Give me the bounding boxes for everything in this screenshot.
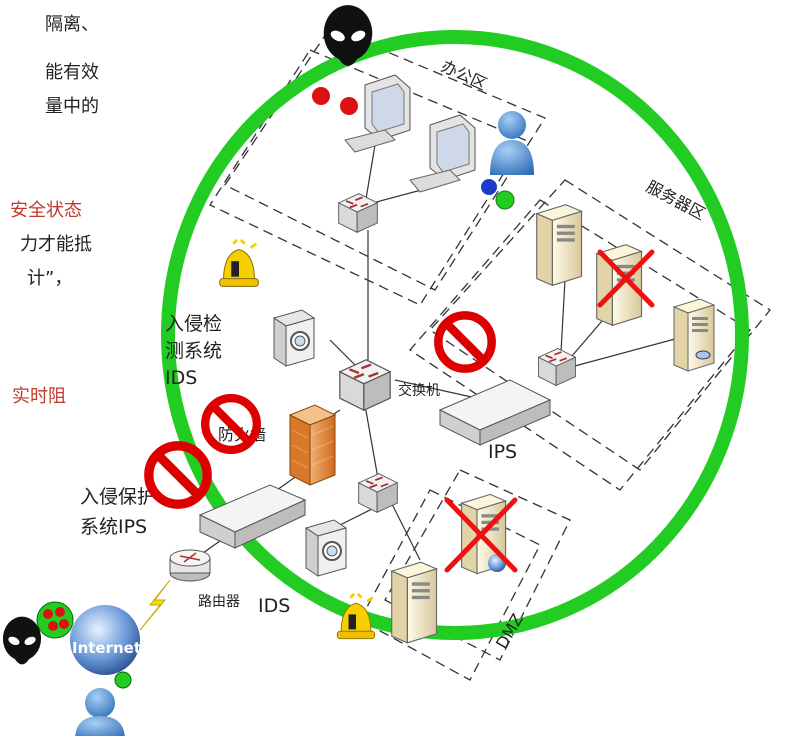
bg-red-text-2: 实时阻 (12, 386, 66, 407)
bg-text-line-3: 量中的 (45, 96, 99, 117)
red-dot (312, 87, 330, 105)
office-zone: 办公区 (337, 56, 534, 234)
switch-label: 交换机 (398, 382, 440, 399)
bg-red-text-1: 安全状态 (10, 200, 82, 221)
bg-text-line-4: 力才能抵 (20, 234, 92, 255)
red-x-mark-icon (597, 249, 655, 308)
green-dot (495, 190, 515, 210)
office-switch-icon (337, 192, 379, 234)
dmz-switch-icon (357, 472, 399, 514)
red-x-mark-icon (444, 497, 518, 573)
router-label: 路由器 (198, 594, 240, 610)
office-zone-boundary (224, 27, 546, 291)
workstation-2 (409, 114, 476, 193)
database-server-icon (673, 298, 715, 372)
background-text: 隔离、 能有效 量中的 安全状态 力才能抵 计”， 实时阻 (10, 14, 99, 407)
server-zone-boundary (429, 179, 771, 471)
bg-text-line-1: 隔离、 (45, 14, 99, 35)
internet-user-icon (75, 688, 125, 736)
green-dot (114, 671, 132, 689)
bg-text-line-2: 能有效 (45, 62, 99, 83)
virus-cluster-icon (36, 601, 74, 639)
dmz-server-icon (391, 561, 438, 644)
workstation-1 (344, 74, 411, 153)
ids-sensor-icon (272, 308, 316, 368)
server-zone: 服务器区 (536, 177, 715, 387)
ips-label-line-1: 入侵保护 (80, 486, 156, 508)
internet-label: Internet (72, 639, 141, 657)
blue-dot (481, 179, 497, 195)
dmz-zone-boundary (384, 469, 571, 661)
ids-bottom-label: IDS (258, 595, 290, 617)
red-dot (340, 97, 358, 115)
firewall-icon (288, 404, 337, 486)
ips-device-label: IPS (488, 441, 517, 463)
dmz-zone: DMZ (391, 493, 527, 652)
user-person-icon (490, 111, 534, 175)
alarm-bell-icon (218, 238, 260, 288)
internet-globe-icon (70, 605, 140, 675)
zone-boundaries (209, 27, 771, 681)
bg-text-line-5: 计”， (27, 268, 72, 289)
router-icon (169, 549, 211, 582)
security-boundary-ring (161, 30, 749, 640)
server-switch-icon (537, 347, 577, 387)
database-icon (695, 350, 711, 360)
ips-label-line-2: 系统IPS (80, 516, 147, 538)
block-sign-icon (438, 315, 491, 368)
office-zone-boundary-inner (209, 49, 526, 306)
ids-sensor-bottom-icon (304, 518, 348, 578)
office-zone-label: 办公区 (438, 56, 490, 94)
server-zone-boundary-inner (409, 199, 751, 491)
server-icon (536, 204, 583, 286)
attacker-alien-bottom-icon (2, 616, 42, 665)
ids-label-line-1: 入侵检 (165, 313, 222, 335)
ips-appliance-icon (438, 379, 552, 446)
core-switch-icon (338, 358, 392, 412)
ids-label-line-3: IDS (165, 367, 197, 389)
alarm-bell-bottom-icon (335, 592, 377, 641)
ids-label-line-2: 测系统 (165, 340, 222, 362)
ips-gateway-appliance-icon (198, 484, 307, 549)
dmz-zone-boundary-inner (359, 489, 541, 681)
lightning-bolt-icon (139, 579, 171, 631)
